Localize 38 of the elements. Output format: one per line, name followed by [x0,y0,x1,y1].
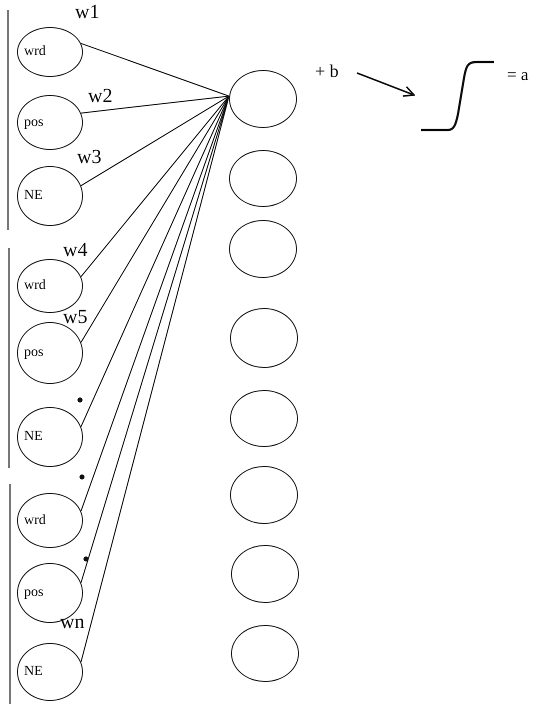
feature-label: pos [24,345,44,361]
input-ellipse [17,95,83,150]
weight-label: w4 [63,240,88,260]
bias-term: + b [315,62,355,84]
feature-label: wrd [24,278,46,294]
input-ellipse [17,493,83,548]
feature-label: pos [24,114,44,130]
feature-label: wrd [24,512,46,528]
neuron-circle [230,466,298,524]
neuron-circle [229,70,297,128]
weight-label: w5 [63,307,88,327]
output-label: = a [507,66,528,83]
feature-label: NE [24,188,43,204]
weight-label: w2 [88,86,112,106]
neuron-circle [231,545,299,603]
arrow [356,72,415,97]
input-ellipse [17,407,83,467]
input-ellipse [17,322,83,384]
input-ellipse [17,27,83,77]
feature-label: NE [24,429,43,445]
neuron-circle [229,220,297,278]
neuron-circle [230,390,298,447]
neuron-circle [229,150,297,207]
connection-line [80,96,230,343]
neuron-circle [230,308,298,368]
input-ellipse [17,643,83,701]
input-ellipse [17,166,83,226]
connection-line [80,96,230,114]
feature-label: NE [24,664,43,680]
weight-label: w3 [77,147,102,167]
connection-line [80,96,230,186]
weight-label: w1 [75,2,100,22]
weight-label: wn [60,612,84,632]
connection-line [80,96,230,278]
feature-label: pos [24,585,44,601]
connection-line [80,42,230,97]
feature-label: wrd [24,44,46,60]
neuron-circle [231,625,299,682]
